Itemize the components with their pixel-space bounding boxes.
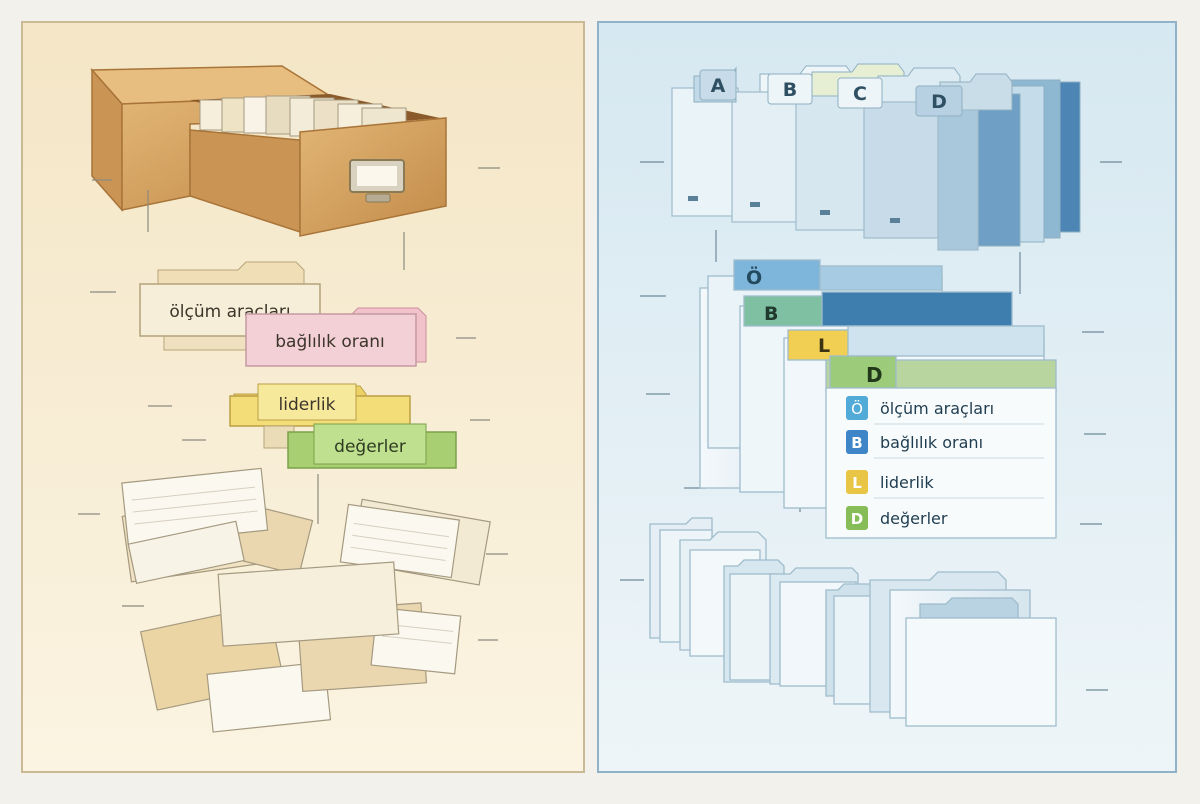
left-panel: ölçüm araçları bağlılık oranı liderlik d… [21,21,585,773]
binder-row: A B C D [671,63,1081,251]
binder-tab-b-label: B [783,79,797,101]
drawer-cards [199,95,407,143]
index-row-olcum[interactable]: Ö ölçüm araçları [846,396,994,420]
index-letter-d: D [851,510,863,528]
tag-baglilik-orani-label: bağlılık oranı [275,332,384,352]
tag-baglilik-orani: bağlılık oranı [245,307,427,367]
scattered-index-cards [121,467,491,733]
index-row-baglilik[interactable]: B bağlılık oranı [846,430,983,454]
tag-liderlik-label: liderlik [279,395,336,415]
standing-folders [649,517,1057,727]
tag-degerler-label: değerler [334,437,406,457]
right-panel: A B C D [597,21,1177,773]
stack-tab-o: Ö [746,265,762,289]
binder-tab-c[interactable]: C [837,77,883,109]
left-leader-lines [78,167,508,641]
index-row-degerler[interactable]: D değerler [846,506,948,530]
index-label-liderlik: liderlik [880,473,934,492]
index-list: Ö ölçüm araçları B bağlılık oranı L lide… [846,396,1044,530]
binder-tab-d-label: D [931,91,947,113]
card-drawer-cabinet [90,65,447,237]
binder-tab-a-label: A [711,75,726,97]
index-label-baglilik: bağlılık oranı [880,433,983,452]
stack-tab-b: B [764,303,778,325]
index-letter-o: Ö [851,399,863,418]
tag-degerler: değerler [263,423,457,469]
binder-tab-d[interactable]: D [915,85,963,117]
tag-liderlik: liderlik [229,383,411,427]
index-row-liderlik[interactable]: L liderlik [846,470,934,494]
binder-tab-a[interactable]: A [693,66,737,103]
stack-tab-d: D [866,363,883,387]
binder-tab-c-label: C [853,83,867,105]
index-label-olcum: ölçüm araçları [880,399,994,418]
drawer-pull-handle [365,193,391,203]
index-label-degerler: değerler [880,509,948,528]
index-letter-b: B [851,434,862,452]
stack-tab-l: L [818,335,830,357]
index-letter-l: L [852,474,862,492]
binder-tab-b[interactable]: B [767,73,813,105]
